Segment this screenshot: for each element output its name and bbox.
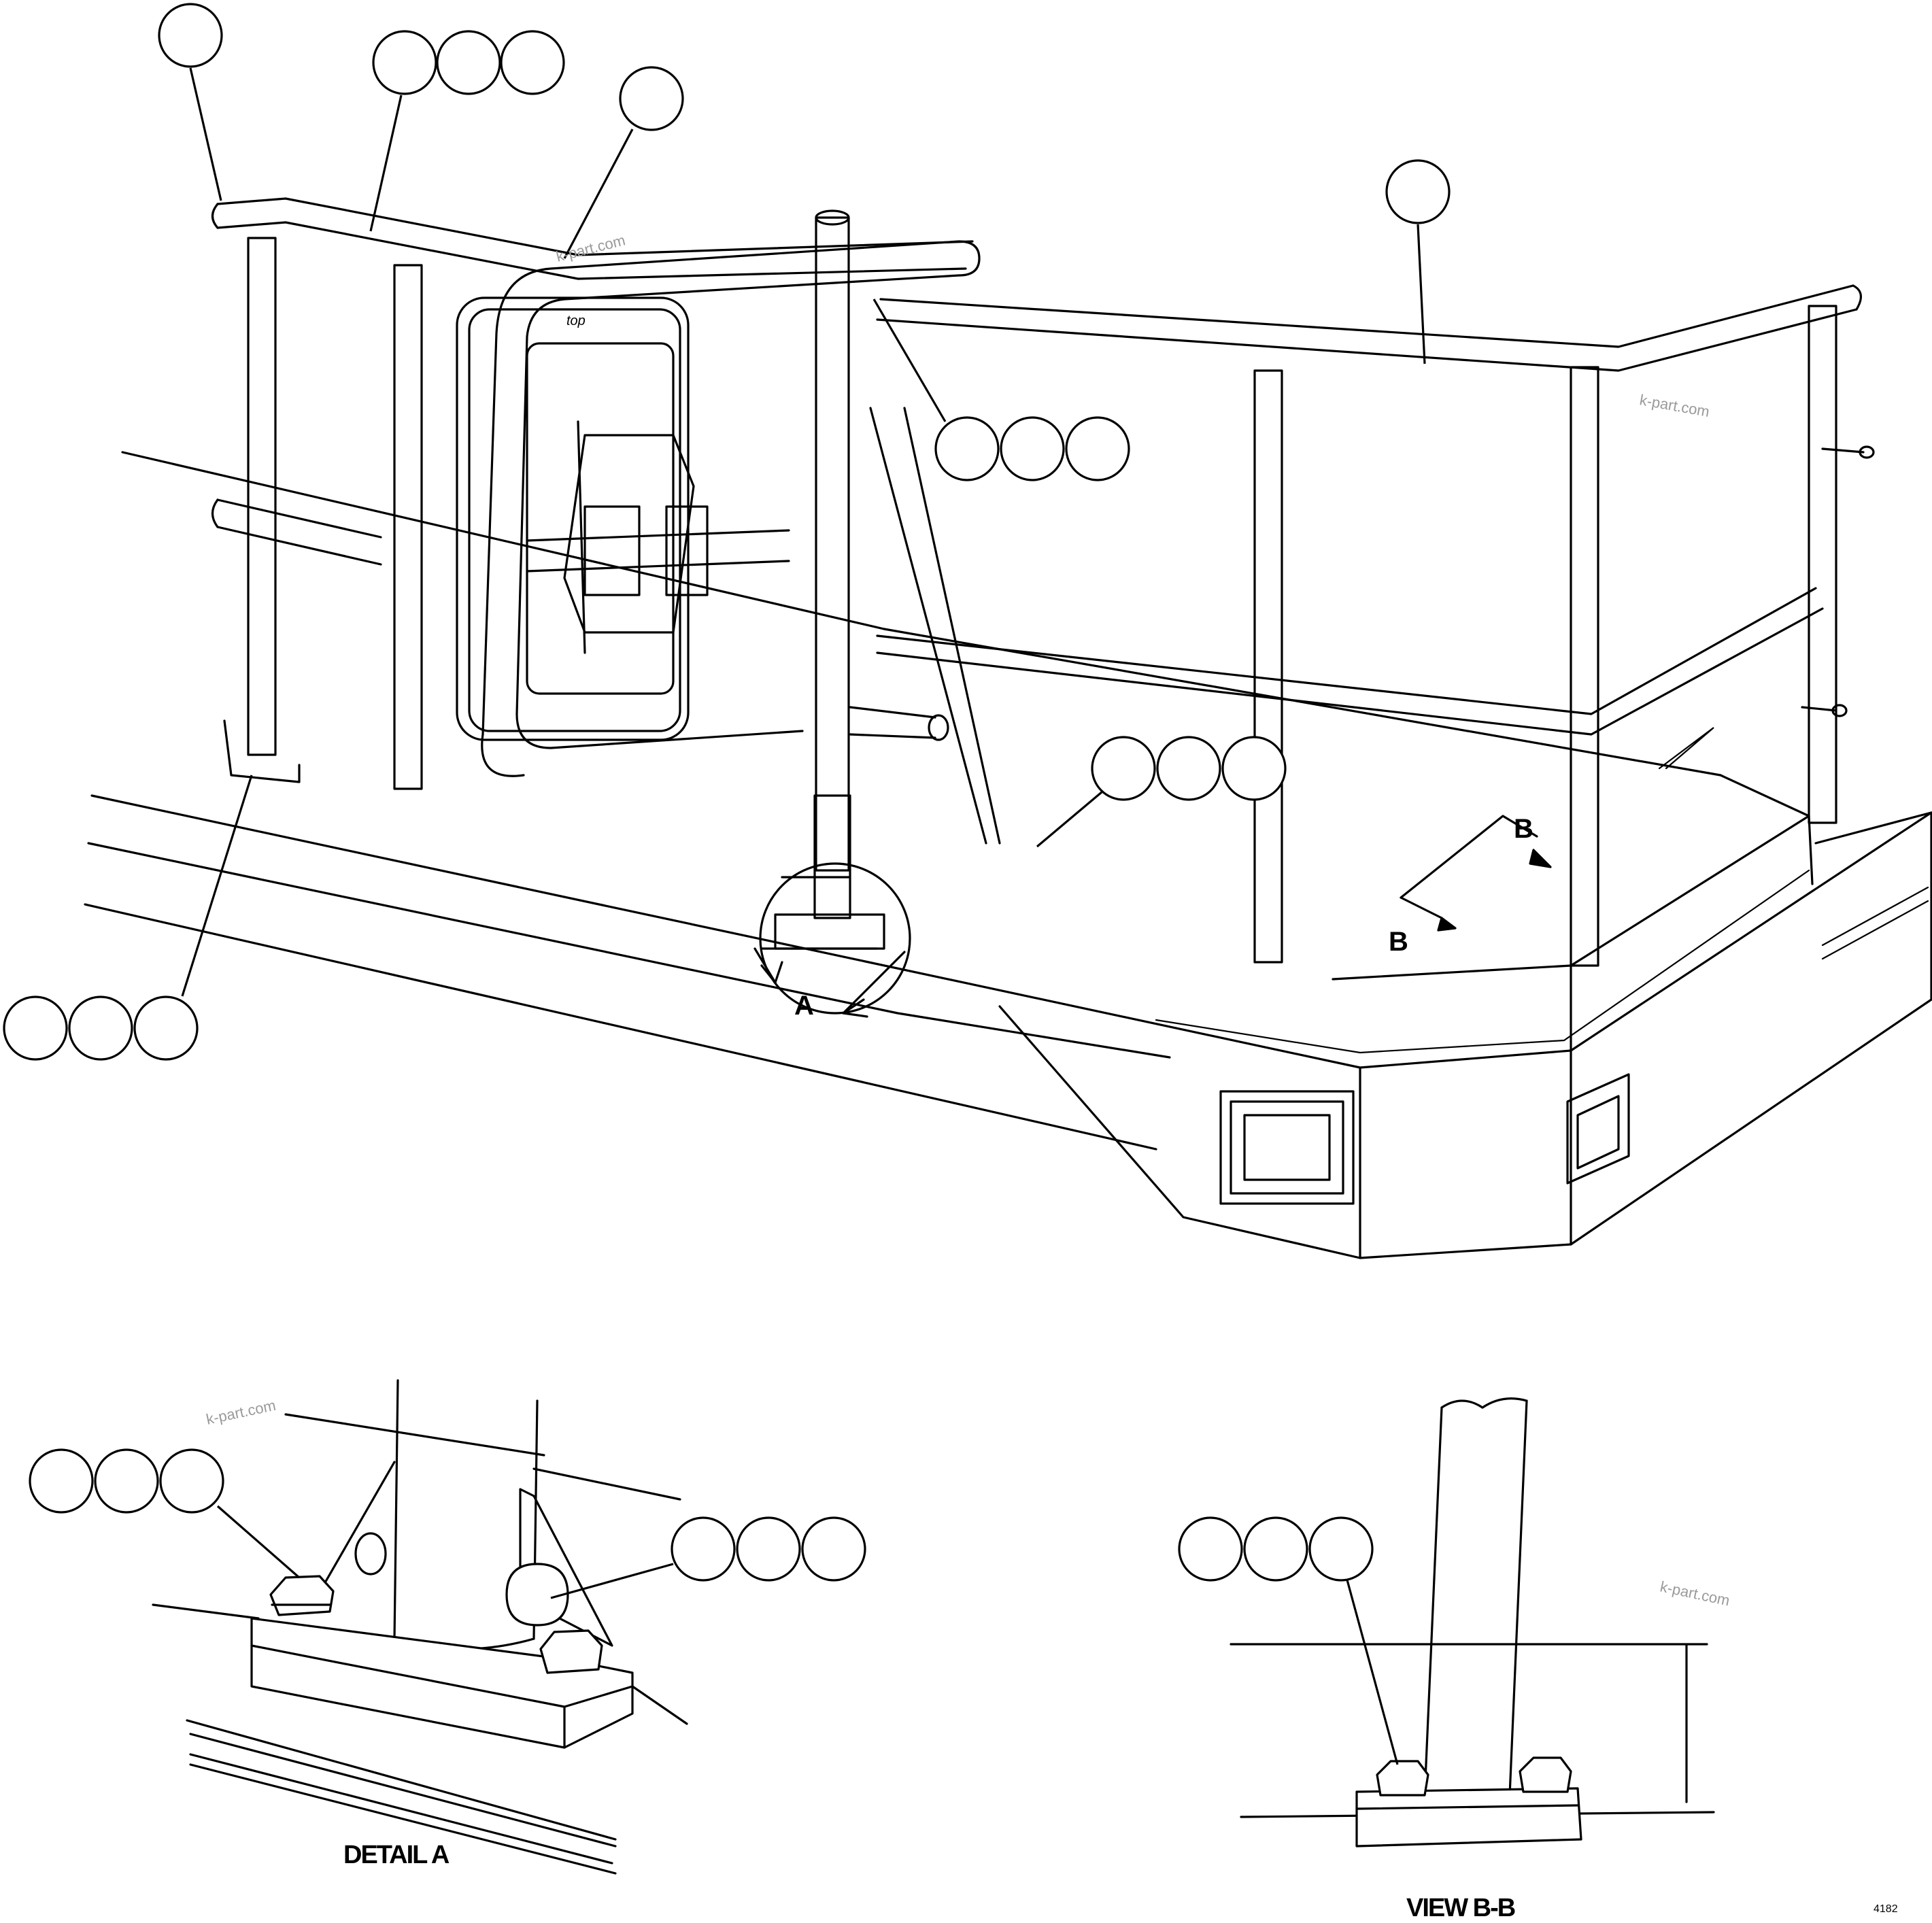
callout-circle [1000,416,1065,481]
callout-circle [159,1448,224,1514]
callout-group-1 [158,3,223,201]
callout-circle [158,3,223,68]
watermark: k-part.com [1638,391,1711,420]
detail-a-view: DETAIL A k-part.com [29,1379,866,1875]
section-b-label-end: B [1514,814,1533,844]
callout-group-3 [563,66,684,259]
callout-circle [801,1516,866,1582]
detail-a-region [753,794,911,1018]
callout-circle [436,30,501,95]
callout-circle [94,1448,159,1514]
callout-circle [372,30,437,95]
callout-circle [68,995,133,1061]
detail-a-caption: DETAIL A [343,1841,450,1869]
detail-a-marker: A [794,991,814,1021]
escape-hatch [456,296,790,741]
callout-group-7 [3,775,253,1061]
callout-circle [29,1448,94,1514]
drawing-number: 4182 [1874,1903,1898,1915]
watermark: k-part.com [205,1397,277,1428]
side-light-left [1219,1090,1355,1205]
callout-circle [934,416,1000,481]
section-line-b [1400,815,1552,932]
callout-circle [1221,736,1287,801]
view-bb: VIEW B-B k-part.com [1178,1397,1731,1922]
callout-circle [1065,416,1130,481]
left-handrail [211,197,974,790]
callout-group-5 [872,299,1130,481]
main-view: A B B top [3,3,1932,1259]
view-bb-caption: VIEW B-B [1406,1894,1515,1922]
watermark: k-part.com [554,231,627,265]
callout-circle [736,1516,801,1582]
right-handrail [876,284,1875,967]
callout-circle [1156,736,1221,801]
side-light-right [1566,1073,1630,1185]
callout-circle [133,995,199,1061]
callout-group-8 [29,1448,301,1579]
callout-circle [1308,1516,1374,1582]
callout-circle [671,1516,736,1582]
callout-circle [1178,1516,1243,1582]
watermark: k-part.com [1659,1578,1731,1609]
callout-circle [3,995,68,1061]
callout-circle [500,30,565,95]
callout-group-6 [1036,736,1287,848]
callout-group-2 [369,30,565,232]
door-guard-rail [481,209,1001,879]
callout-circle [1243,1516,1308,1582]
platform-deck [84,451,1932,1259]
callout-group-10 [1178,1516,1399,1765]
hatch-stamp: top [566,313,586,328]
callout-group-9 [550,1516,866,1599]
section-b-label-start: B [1389,927,1408,957]
callout-circle [1091,736,1156,801]
callout-group-4 [1385,159,1451,364]
callout-circle [1385,159,1451,224]
callout-circle [619,66,684,131]
